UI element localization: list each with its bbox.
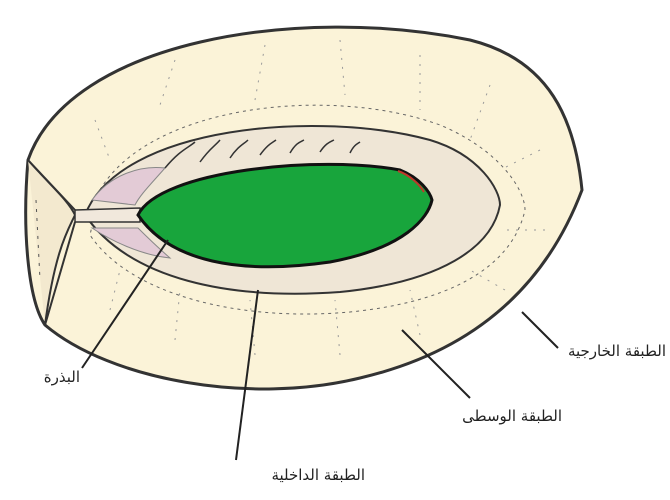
label-endocarp: الطبقة الداخلية xyxy=(271,466,365,484)
leader-exocarp xyxy=(522,312,558,348)
label-mesocarp: الطبقة الوسطى xyxy=(462,407,562,425)
label-exocarp: الطبقة الخارجية xyxy=(568,342,666,360)
seed-stalk xyxy=(75,208,140,222)
label-seed: البذرة xyxy=(44,368,80,386)
